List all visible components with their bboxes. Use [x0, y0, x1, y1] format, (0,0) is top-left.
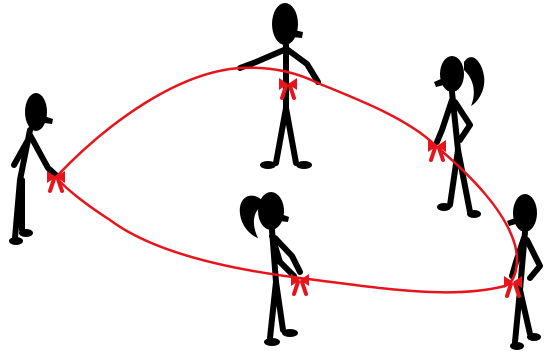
person-right-nose [507, 218, 516, 226]
person-top-arm-left [240, 50, 284, 68]
person-top-head [272, 3, 298, 45]
person-right-foot-left [510, 342, 524, 350]
person-left-head [25, 93, 47, 131]
person-right-arm-2 [527, 240, 540, 278]
person-bc-nose [280, 214, 289, 222]
person-right [507, 194, 541, 350]
person-top-right [434, 56, 484, 218]
person-tr-foot-left [437, 203, 451, 211]
person-tr-head [440, 56, 464, 92]
person-tr-ponytail [464, 57, 484, 106]
person-bc-foot-right [282, 329, 298, 337]
bow-bc-tails [294, 282, 306, 294]
person-top-leg-right [286, 108, 296, 163]
person-tr-foot-right [467, 210, 481, 218]
person-left [9, 93, 58, 245]
person-tr-arm [437, 100, 452, 142]
person-left-nose [44, 116, 53, 124]
person-tr-leg-right [458, 150, 470, 212]
person-bc-leg-right [276, 282, 283, 330]
person-right-leg-right [520, 290, 530, 334]
person-left-arm [30, 135, 58, 177]
bow-left-tails [50, 179, 62, 191]
person-top-foot-left [260, 161, 276, 169]
person-tr-nose [434, 78, 444, 87]
person-left-foot [9, 237, 23, 245]
person-top-foot-right [296, 161, 312, 169]
person-right-head [513, 194, 537, 232]
bow-right-tails [507, 284, 519, 296]
person-bc-head [258, 192, 284, 230]
bow-tr-tails [431, 148, 443, 160]
person-bc-foot-left [264, 338, 280, 346]
person-right-foot-right [527, 333, 541, 341]
person-left-foot-2 [19, 229, 33, 237]
